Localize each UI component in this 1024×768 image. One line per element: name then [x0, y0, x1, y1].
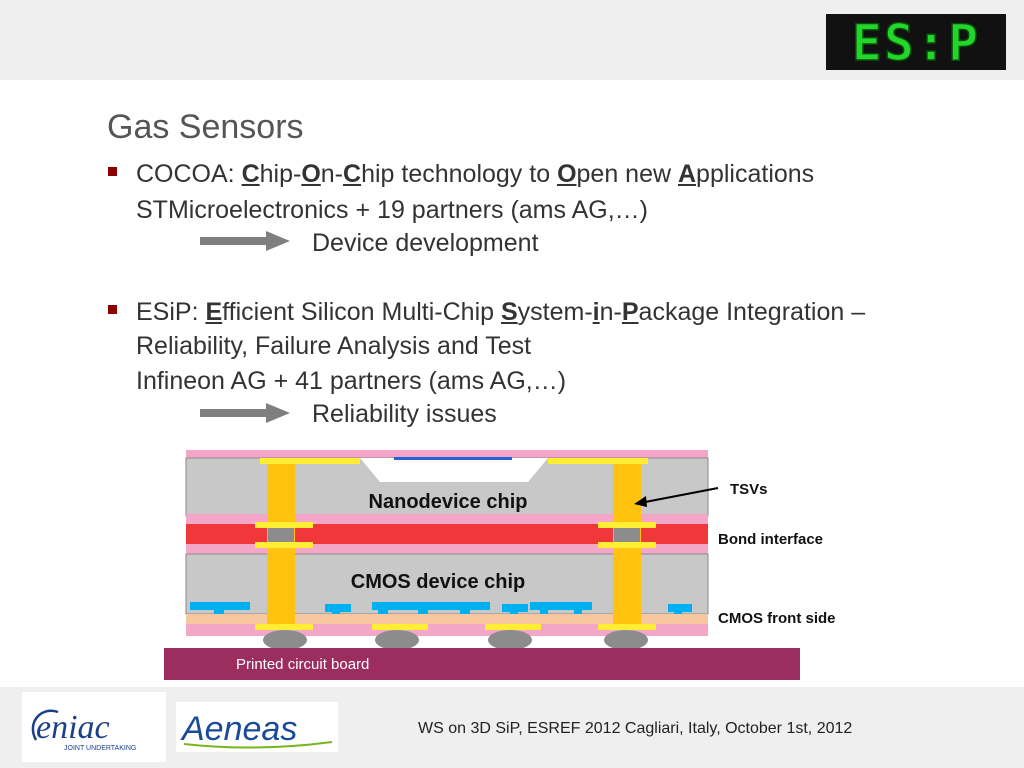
arrow-right-icon: [200, 231, 290, 251]
slide-title: Gas Sensors: [107, 108, 304, 146]
bullet-marker: [108, 305, 117, 314]
nanodevice-chip-label: Nanodevice chip: [369, 491, 528, 513]
device-development-text: Device development: [312, 229, 539, 257]
footer-text: WS on 3D SiP, ESREF 2012 Cagliari, Italy…: [418, 720, 853, 737]
footer-bar: [0, 687, 1024, 768]
esip-logo-text: ES:P: [852, 14, 980, 70]
arrow-right-icon: [200, 403, 290, 423]
bullet-esip-line1: ESiP: Efficient Silicon Multi-Chip Syste…: [136, 298, 866, 326]
bond-interface-label: Bond interface: [718, 531, 823, 548]
cmos-front-side-label: CMOS front side: [718, 610, 836, 627]
aeneas-logo-text: Aeneas: [180, 710, 297, 748]
aeneas-logo: Aeneas: [176, 702, 338, 752]
chip-stack-diagram: Printed circuit board Nanodevice chip CM…: [164, 450, 836, 680]
eniac-logo-subtext: JOINT UNDERTAKING: [64, 745, 136, 752]
eniac-logo: eniac JOINT UNDERTAKING: [22, 692, 166, 762]
pcb-label: Printed circuit board: [236, 656, 369, 673]
bullet-marker: [108, 167, 117, 176]
bullet-esip-line2: Reliability, Failure Analysis and Test: [136, 332, 532, 360]
bullet-esip-line3: Infineon AG + 41 partners (ams AG,…): [136, 367, 567, 395]
cmos-chip-label: CMOS device chip: [351, 571, 526, 593]
tsvs-label: TSVs: [730, 481, 768, 498]
bullet-cocoa-line2: STMicroelectronics + 19 partners (ams AG…: [136, 196, 648, 224]
esip-logo: ES:P: [826, 14, 1006, 70]
bullet-cocoa-line1: COCOA: Chip-On-Chip technology to Open n…: [136, 160, 815, 188]
eniac-logo-text: eniac: [36, 709, 110, 746]
reliability-issues-text: Reliability issues: [312, 400, 497, 428]
